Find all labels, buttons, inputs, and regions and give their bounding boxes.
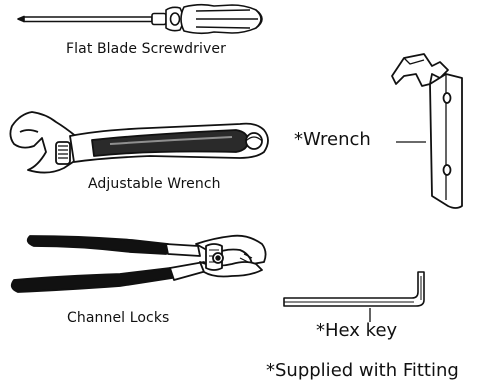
adjustable-wrench-label: Adjustable Wrench — [88, 177, 221, 191]
bent-plate-wrench-icon — [392, 54, 462, 208]
adjustable-wrench-icon — [10, 112, 268, 173]
channel-lock-pliers-icon — [12, 236, 266, 292]
hex-key-icon — [284, 272, 424, 322]
supplied-footnote: *Supplied with Fitting — [266, 362, 459, 380]
channel-locks-label: Channel Locks — [67, 311, 169, 325]
hex-key-label: *Hex key — [316, 322, 397, 340]
flat-screwdriver-icon — [18, 5, 262, 34]
wrench-label: *Wrench — [294, 131, 371, 149]
screwdriver-label: Flat Blade Screwdriver — [66, 42, 226, 56]
